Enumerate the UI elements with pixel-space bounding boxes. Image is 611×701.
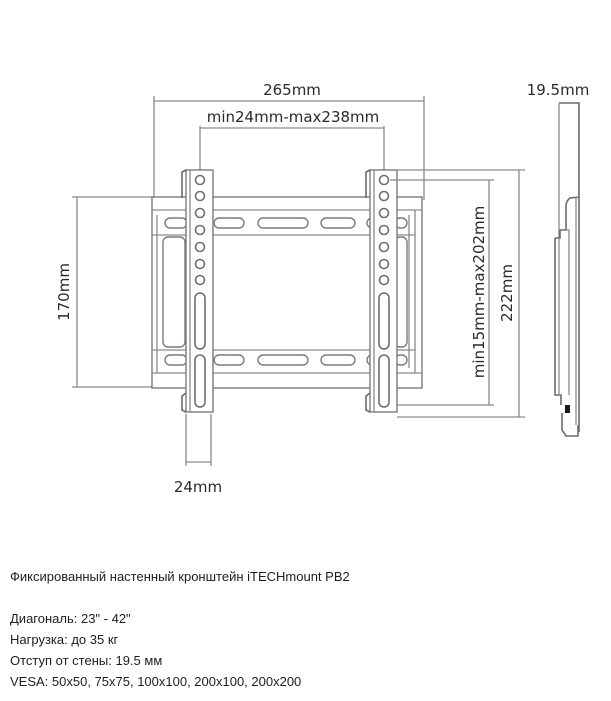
left-arm: [181, 169, 214, 413]
vesa-width-dimension: min24mm-max238mm: [199, 108, 385, 178]
vesa-width-label: min24mm-max238mm: [207, 108, 380, 126]
frame-height-label: 170mm: [55, 263, 73, 321]
right-arm: [365, 169, 398, 413]
side-profile-view: 19.5mm: [527, 81, 590, 437]
overall-width-label: 265mm: [263, 81, 321, 99]
overall-height-label: 222mm: [498, 264, 516, 322]
product-specs: Фиксированный настенный кронштейн iTECHm…: [10, 566, 350, 692]
spec-load: Нагрузка: до 35 кг: [10, 632, 119, 647]
arm-width-dimension: 24mm: [174, 414, 222, 496]
vesa-height-dimension: min15mm-max202mm: [390, 179, 494, 406]
product-title: Фиксированный настенный кронштейн iTECHm…: [10, 569, 350, 584]
depth-label: 19.5mm: [527, 81, 590, 99]
spec-diagonal: Диагональ: 23" - 42": [10, 611, 131, 626]
frame-height-dimension: 170mm: [55, 196, 155, 388]
spec-vesa: VESA: 50x50, 75x75, 100x100, 200x100, 20…: [10, 674, 302, 689]
technical-drawing: 265mm min24mm-max238mm 170mm: [55, 81, 590, 496]
overall-height-dimension: 222mm: [397, 169, 525, 418]
spec-wall-offset: Отступ от стены: 19.5 мм: [10, 653, 163, 668]
arm-width-label: 24mm: [174, 478, 222, 496]
vesa-height-label: min15mm-max202mm: [470, 206, 488, 379]
overall-width-dimension: 265mm: [153, 81, 425, 200]
